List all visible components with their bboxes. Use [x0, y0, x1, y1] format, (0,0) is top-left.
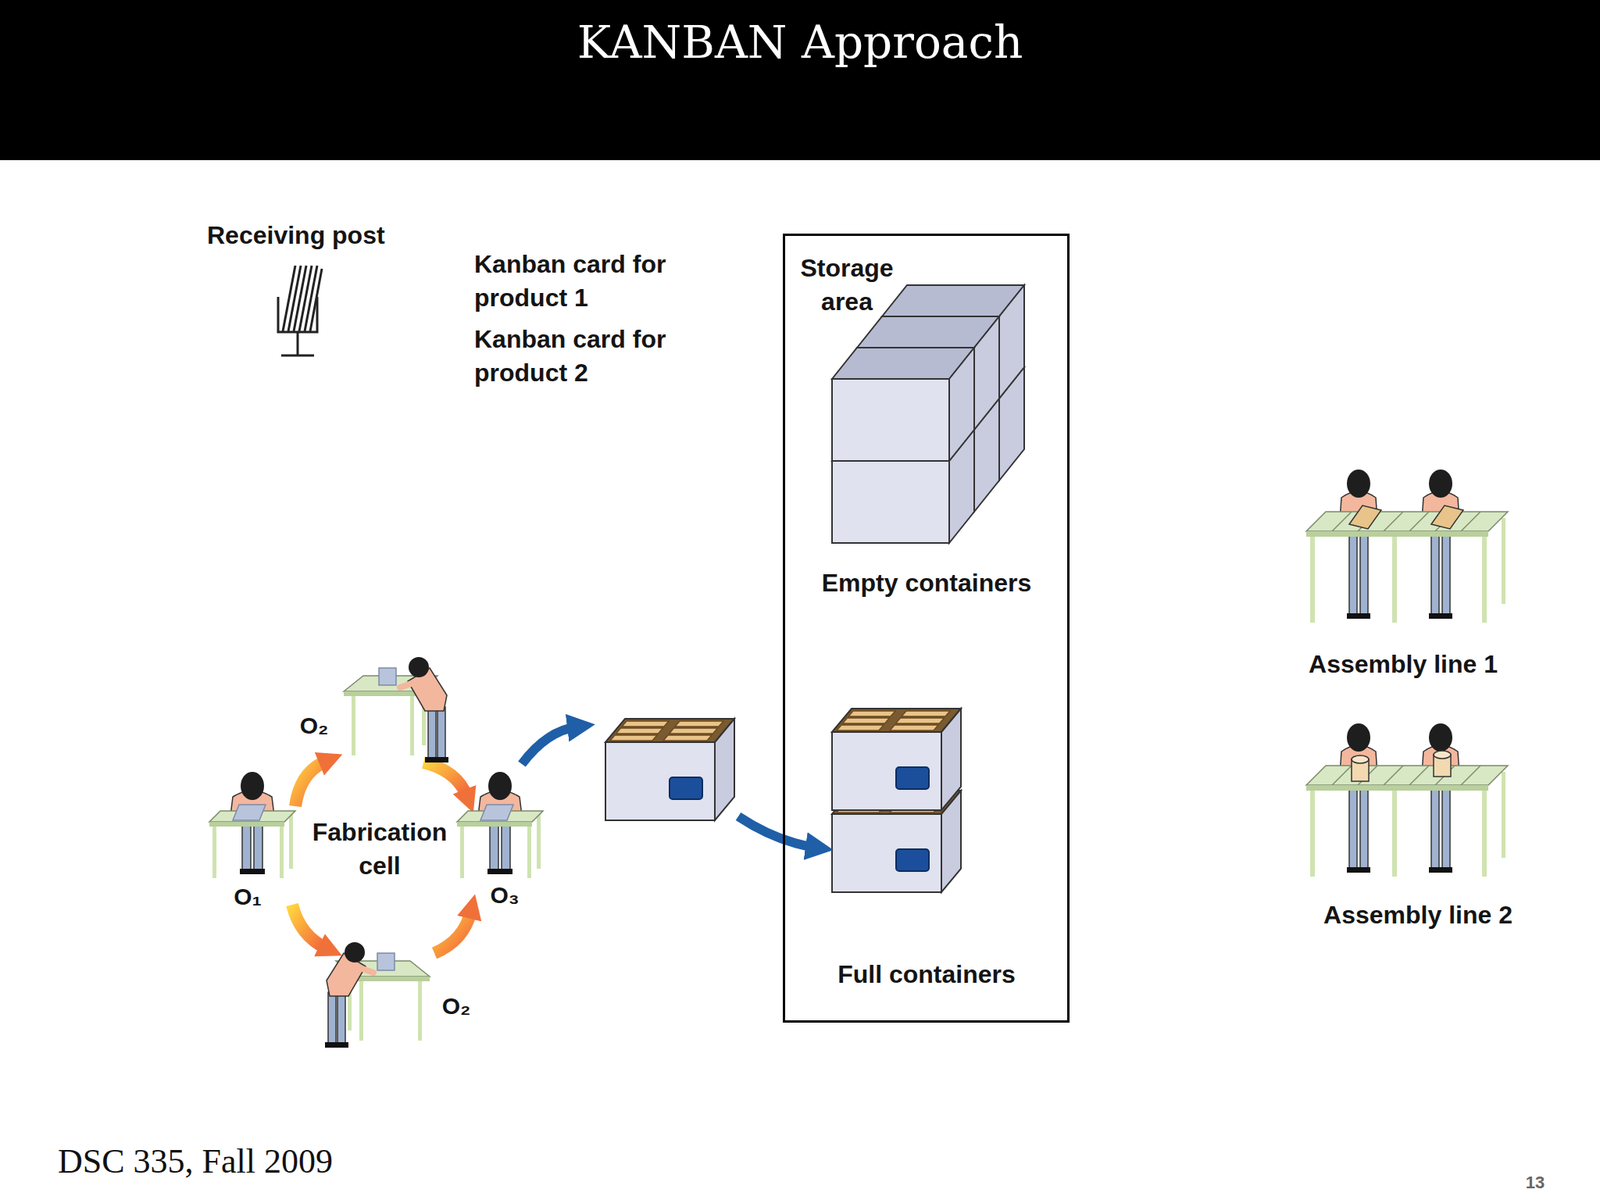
- flow-arrow: [521, 726, 579, 765]
- operation-label: O₂: [425, 989, 488, 1023]
- assembly-line-1: [1306, 469, 1508, 623]
- cell-cycle-arrows: [292, 760, 472, 954]
- course-caption: DSC 335, Fall 2009: [57, 1142, 527, 1182]
- operation-label: O₃: [473, 878, 536, 912]
- receiving-post-icon: [296, 332, 300, 356]
- worker-o2-bottom: [325, 942, 430, 1048]
- cell-label: Fabrication cell: [301, 815, 458, 883]
- slide-title: KANBAN Approach: [0, 14, 1600, 71]
- post-label: Receiving post: [207, 218, 458, 253]
- container-in-transit: [605, 718, 735, 821]
- assembly-line-1: [1431, 505, 1464, 529]
- cell-cycle-arrows: [423, 762, 468, 797]
- title-band: KANBAN Approach: [0, 0, 1600, 161]
- kanban-card-label: Kanban card for product 1: [474, 247, 690, 315]
- cell-cycle-arrows: [292, 904, 327, 949]
- operation-label: O₁: [216, 880, 279, 914]
- receiving-post-icon: [310, 268, 322, 332]
- operation-label: O₂: [282, 709, 346, 743]
- area-label: Full containers: [793, 957, 1060, 992]
- worker-o3: [457, 771, 543, 879]
- empty-container-stack: [832, 285, 1025, 543]
- cell-cycle-arrows: [295, 760, 327, 807]
- empty-container-stack: [832, 347, 975, 461]
- assembly-line-2: [1306, 723, 1508, 877]
- line-label: Assembly line 1: [1278, 647, 1529, 682]
- flow-arrow: [738, 816, 817, 848]
- worker-o1: [209, 771, 296, 879]
- cell-cycle-arrows: [434, 910, 472, 954]
- assembly-line-1: [1349, 505, 1382, 529]
- assembly-line-2: [1306, 723, 1508, 877]
- worker-o2-bottom: [325, 942, 430, 1048]
- full-container-stack: [832, 708, 961, 811]
- kanban-card-label: Kanban card for product 2: [474, 322, 690, 390]
- assembly-line-2: [1351, 755, 1369, 764]
- storage-area-box: Storage areaEmpty containersFull contain…: [782, 233, 1070, 1023]
- worker-o2-top: [343, 657, 449, 763]
- assembly-line-1: [1306, 469, 1508, 623]
- storage-heading: Storage area: [788, 251, 906, 319]
- full-container-stack: [832, 708, 961, 893]
- page-number: 13: [1515, 1170, 1555, 1195]
- assembly-line-2: [1433, 750, 1451, 759]
- line-label: Assembly line 2: [1292, 898, 1543, 933]
- area-label: Empty containers: [793, 566, 1060, 600]
- receiving-post-icon: [278, 265, 322, 356]
